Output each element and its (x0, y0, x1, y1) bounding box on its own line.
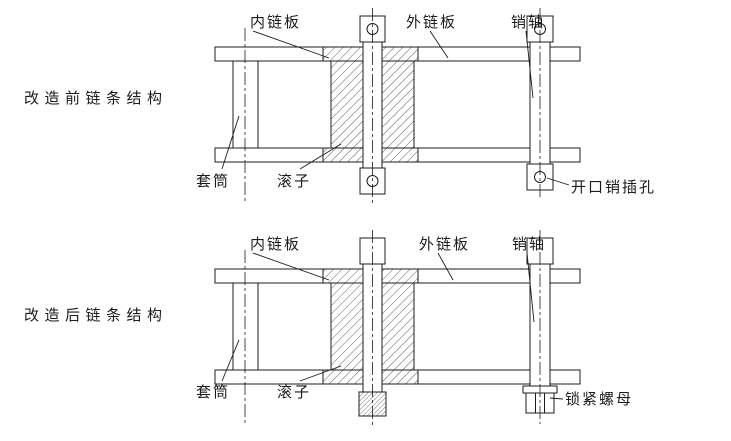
roller-leader (299, 365, 342, 382)
bushing-label: 套筒 (196, 384, 230, 401)
before-title: 改造前链条结构 (24, 90, 168, 107)
bushing-leader (221, 339, 240, 382)
pin-leader (526, 252, 535, 323)
bushing-label: 套筒 (196, 173, 230, 190)
cotter-pin-hole-label: 开口销插孔 (571, 179, 656, 196)
after-title: 改造后链条结构 (24, 307, 168, 324)
pin-label: 销轴 (511, 14, 545, 31)
before-diagram: 内链板 外链板 销轴 改造前链条结构 套筒 滚子 开口销插孔 (24, 8, 656, 206)
outer-plate-leader (437, 252, 454, 281)
roller-leader (299, 143, 342, 170)
pin-leader (525, 30, 534, 99)
roller-label: 滚子 (277, 173, 311, 190)
inner-plate-leader (252, 30, 330, 59)
outer-plate-label: 外链板 (419, 235, 470, 253)
inner-plate-leader (252, 252, 330, 281)
bushing-body (232, 60, 259, 149)
bushing-leader (221, 115, 240, 170)
inner-plate-label: 内链板 (250, 13, 301, 31)
outer-plate-label: 外链板 (406, 13, 457, 31)
inner-plate-label: 内链板 (250, 235, 301, 253)
outer-plate-leader (429, 30, 449, 59)
lock-nut-label: 锁紧螺母 (565, 391, 633, 408)
bushing-body (232, 282, 259, 371)
lock-nut-leader (549, 397, 564, 400)
cotter-pin-hole-leader (546, 177, 570, 186)
after-diagram: 内链板 外链板 销轴 改造后链条结构 套筒 滚子 锁紧螺母 (24, 230, 633, 427)
roller-label: 滚子 (277, 384, 311, 401)
pin-label: 销轴 (512, 236, 546, 253)
